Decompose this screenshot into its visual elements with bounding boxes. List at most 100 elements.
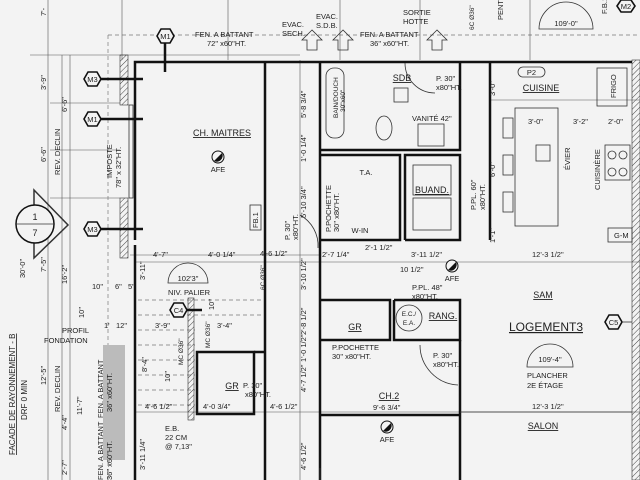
plan-label: x80"HT. bbox=[291, 214, 300, 240]
elevation-marker-plancher: 109'-4" bbox=[526, 343, 574, 368]
plan-label: 1'-0 1/4" bbox=[299, 134, 308, 162]
tag-m3-a: M3 bbox=[83, 71, 143, 87]
plan-label: 7'- bbox=[39, 7, 48, 16]
plan-label: 2'-1 1/2" bbox=[365, 243, 393, 252]
plan-label: 4'-0 3/4" bbox=[203, 402, 231, 411]
plan-label: 4'-4" bbox=[60, 415, 69, 430]
unit-title: LOGEMENT3 bbox=[509, 320, 583, 334]
t-a-label: T.A. bbox=[360, 168, 373, 177]
plan-label: 3'-9" bbox=[39, 75, 48, 90]
afe-symbol: AFE bbox=[380, 420, 395, 444]
plan-label: P.POCHETTE bbox=[324, 185, 333, 232]
tag-p2: P2 bbox=[517, 66, 546, 78]
plan-label: S.D.B. bbox=[316, 21, 338, 30]
plan-label: 3'-9" bbox=[155, 321, 170, 330]
tag-m2: M2 F.B.1 bbox=[600, 0, 636, 14]
plan-label: REV. DECLIN bbox=[53, 129, 62, 175]
plan-label: 2'-7" bbox=[60, 460, 69, 475]
plan-label: MC Ø36" bbox=[178, 338, 185, 365]
plan-label: P. 30" bbox=[436, 74, 456, 83]
plan-label: ÉVIER bbox=[563, 147, 572, 170]
dimension-texts: 7'- 3'-9" 6'-6" 6'-6" 30'-0" 7'-5" 16'-2… bbox=[18, 7, 623, 475]
plan-label: M2 bbox=[621, 2, 631, 11]
plan-label: FEN. A BATTANT bbox=[96, 421, 105, 480]
plan-label: 6C Ø36" bbox=[260, 265, 267, 290]
plan-label: C5 bbox=[609, 318, 619, 327]
plan-label: NIV. PALIER bbox=[168, 288, 211, 297]
plan-label: FEN. A BATTANT bbox=[360, 30, 419, 39]
plan-label: 109'-4" bbox=[538, 355, 562, 364]
walls bbox=[103, 54, 640, 480]
plan-label: 12'-3 1/2" bbox=[532, 402, 564, 411]
frigo-label: FRIGO bbox=[609, 74, 618, 98]
plan-label: 4'-7 1/2" bbox=[299, 364, 308, 392]
plan-label: 72" x60"HT. bbox=[207, 39, 246, 48]
dimension-lines bbox=[30, 0, 640, 480]
plan-label: 12'-3 1/2" bbox=[532, 250, 564, 259]
plan-label: 4'-7" bbox=[153, 250, 168, 259]
room-buand: BUAND. bbox=[415, 185, 449, 195]
plan-label: SECH. bbox=[282, 29, 305, 38]
plan-label: SORTIE bbox=[403, 8, 431, 17]
plan-label: 30'-0" bbox=[18, 259, 27, 278]
tag-fb1: FB.1 bbox=[249, 204, 262, 231]
plan-label: REV. DECLIN bbox=[53, 366, 62, 412]
plan-label: EVAC. bbox=[316, 12, 338, 21]
plan-label: 1'-1" bbox=[488, 228, 497, 243]
section-marker: 1 7 bbox=[15, 188, 70, 260]
plan-label: x80"HT. bbox=[433, 360, 459, 369]
plan-label: 5'-8 3/4" bbox=[299, 90, 308, 118]
tag-c5: C5 bbox=[604, 314, 632, 330]
room-sdb: SDB bbox=[393, 73, 412, 83]
tag-m1-top: M1 bbox=[156, 28, 175, 72]
plan-label: x80"HT. bbox=[436, 83, 462, 92]
plan-label: PLANCHER bbox=[527, 371, 568, 380]
plan-label: 10" bbox=[163, 371, 172, 382]
plan-label: 4'-6 1/2" bbox=[270, 402, 298, 411]
plan-label: VANITÉ 42" bbox=[412, 114, 452, 123]
plan-label: MC Ø36" bbox=[205, 321, 212, 348]
plan-label: PROFIL bbox=[62, 326, 89, 335]
plan-label: 3'-11" bbox=[138, 261, 147, 280]
room-ch2: CH.2 bbox=[379, 391, 400, 401]
plan-label: 2'-0" bbox=[608, 117, 623, 126]
tag-m1-b: M1 bbox=[83, 111, 143, 127]
plan-label: AFE bbox=[380, 435, 395, 444]
plan-label: 30"x60" bbox=[340, 89, 347, 112]
plan-label: 10" bbox=[92, 282, 103, 291]
plan-label: M1 bbox=[160, 32, 170, 41]
plan-label: E.A. bbox=[403, 320, 415, 327]
plan-label: P. 30" bbox=[243, 381, 263, 390]
room-sam: SAM bbox=[533, 290, 553, 300]
room-gr-stair: GR bbox=[225, 381, 239, 391]
afe-symbol: AFE bbox=[445, 259, 459, 283]
plan-label: 2E ÉTAGE bbox=[527, 381, 563, 390]
plan-label: 11'-7" bbox=[75, 396, 84, 415]
plan-label: AFE bbox=[211, 165, 226, 174]
plan-label: 78" x 32"HT. bbox=[114, 147, 123, 188]
plan-label: 3'-11 1/4" bbox=[138, 439, 147, 470]
plan-label: 22 CM bbox=[165, 433, 187, 442]
plan-label: 30" x80"HT. bbox=[332, 193, 341, 232]
plan-label: CUISINÈRE bbox=[593, 149, 602, 190]
plan-label: 4'-6 1/2" bbox=[260, 249, 288, 258]
plan-label: 109'-0" bbox=[554, 19, 578, 28]
plan-label: 7 bbox=[32, 228, 37, 238]
room-cuisine: CUISINE bbox=[523, 83, 560, 93]
plan-label: P2 bbox=[527, 68, 536, 77]
room-gr: GR bbox=[348, 322, 362, 332]
plan-label: BAIN/DOUCH bbox=[333, 77, 340, 118]
plan-label: @ 7,13" bbox=[165, 442, 192, 451]
plan-label: 3'-10 1/2" bbox=[299, 258, 308, 290]
plan-label: C4 bbox=[174, 306, 184, 315]
plan-label: 3'-0" bbox=[528, 117, 543, 126]
plan-label: 6'-6" bbox=[60, 97, 69, 112]
afe-symbol: AFE bbox=[211, 150, 226, 174]
plan-label: 5" bbox=[128, 282, 135, 291]
plan-label: M3 bbox=[87, 225, 97, 234]
plan-label: 4'-0 1/4" bbox=[208, 250, 236, 259]
drf-rating: DRF 0 MIN bbox=[20, 380, 29, 420]
plan-label: E.C./ bbox=[402, 311, 417, 318]
plan-label: 4'-6 1/2" bbox=[299, 442, 308, 470]
